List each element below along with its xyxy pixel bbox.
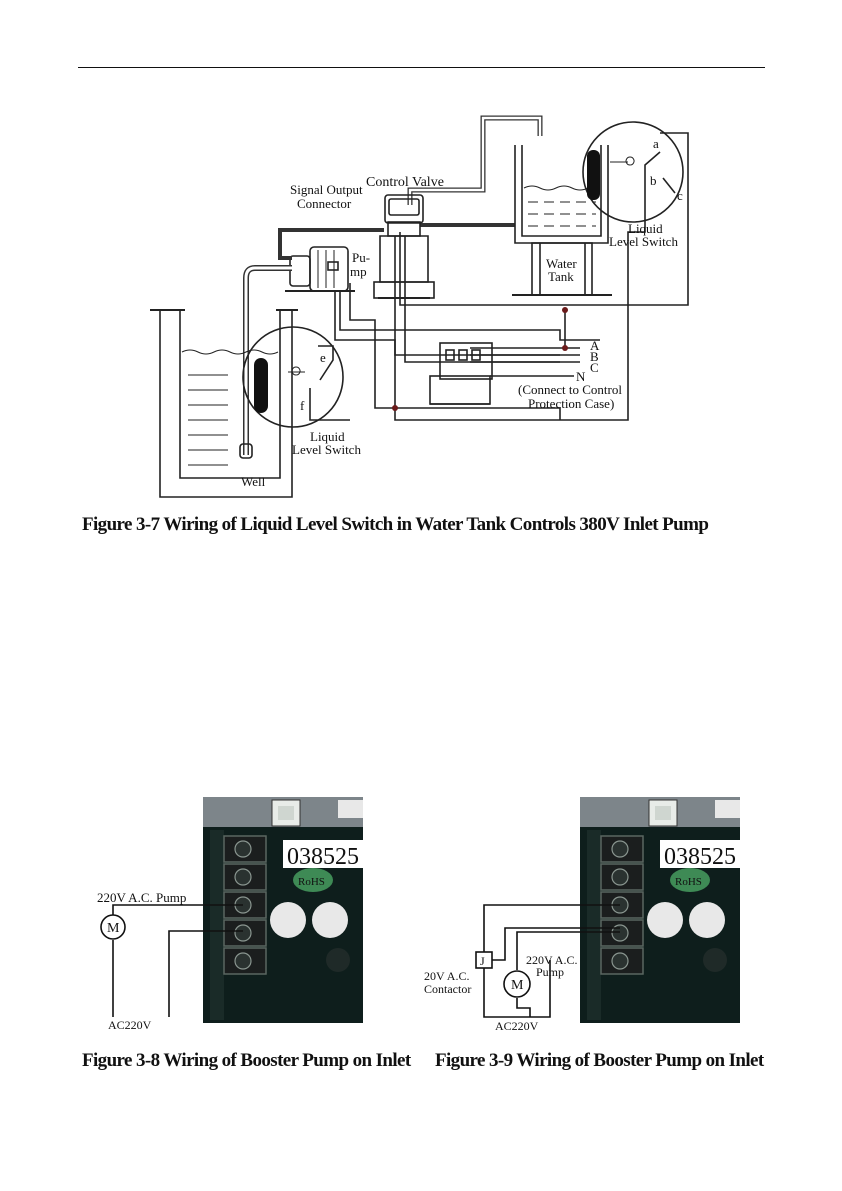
supply-label-2: AC220V [495,1019,539,1033]
supply-label: AC220V [108,1018,152,1032]
rohs-label-2: RoHS [675,876,702,888]
signal-output-connector-label: Connector [297,196,352,211]
pump-label-2: mp [350,264,367,279]
liquid-level-bottom-label-1: Liquid [310,429,345,444]
figure-3-9-caption: Figure 3-9 Wiring of Booster Pump on Inl… [435,1050,764,1071]
header-rule [78,67,765,68]
figure-3-7-diagram: Signal Output Connector Control Valve Pu… [150,115,689,498]
board-number-label-2: 038525 [664,844,736,870]
connect-note-2: Protection Case) [528,396,614,411]
liquid-level-top-label-1: Liquid [628,221,663,236]
signal-output-label: Signal Output [290,182,363,197]
figure-3-9-diagram: 038525 RoHS J M 220V A.C. Pump 20V A.C. … [424,797,740,1033]
motor-label-2: M [511,978,524,993]
contactor-label-1: 20V A.C. [424,969,469,983]
figure-3-7-caption: Figure 3-7 Wiring of Liquid Level Switch… [82,514,709,535]
figure-3-8-diagram: 038525 RoHS M 220V A.C. Pump AC220V [97,797,363,1032]
phase-a-label: A [590,338,600,353]
figure-3-8-caption: Figure 3-8 Wiring of Booster Pump on Inl… [82,1050,411,1071]
contact-b-label: b [650,173,657,188]
contactor-label-2: Contactor [424,982,471,996]
well-label: Well [241,474,266,489]
control-valve-label: Control Valve [366,175,444,190]
contact-c-label: c [677,188,683,203]
phase-b-label: B [590,349,599,364]
board-number-label: 038525 [287,844,359,870]
pump-label-2-line1: 220V A.C. [526,953,577,967]
water-tank-label-1: Water [546,256,577,271]
water-tank-label-2: Tank [548,269,574,284]
pump-label: 220V A.C. Pump [97,890,186,905]
liquid-level-bottom-label-2: Level Switch [292,442,361,457]
contact-a-label: a [653,136,659,151]
motor-label: M [107,921,120,936]
neutral-label: N [576,369,586,384]
relay-label: J [480,954,485,968]
controller-board-photo-2: 038525 RoHS [580,797,740,1023]
liquid-level-top-label-2: Level Switch [609,234,678,249]
controller-board-photo: 038525 RoHS [203,797,363,1023]
rohs-label: RoHS [298,876,325,888]
connect-note-1: (Connect to Control [518,382,622,397]
contact-e-label: e [320,350,326,365]
pump-label-1: Pu- [352,250,370,265]
phase-c-label: C [590,360,599,375]
contact-f-label: f [300,398,305,413]
pump-label-2-line2: Pump [536,965,564,979]
